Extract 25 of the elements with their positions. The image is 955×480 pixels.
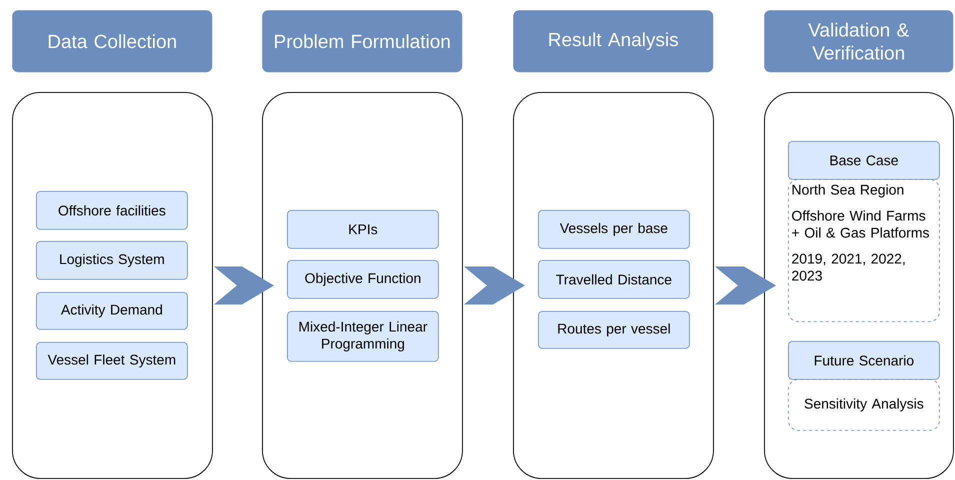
stage-panel (764, 92, 954, 479)
stage-header: Result Analysis (513, 10, 714, 72)
item-box: Vessel Fleet System (36, 342, 188, 380)
item-box: Mixed-Integer Linear Programming (287, 311, 439, 362)
stage-panel (513, 92, 714, 479)
stage-header: Data Collection (12, 10, 212, 72)
item-box: Activity Demand (36, 292, 188, 330)
item-box: Vessels per base (538, 210, 690, 249)
stage-header: Validation & Verification (764, 10, 954, 72)
stage-panel (12, 92, 213, 479)
item-box: Base Case (788, 141, 940, 180)
detail-box: Sensitivity Analysis (788, 379, 940, 431)
item-box: KPIs (287, 210, 439, 249)
stage-panel (262, 92, 463, 479)
item-box: Offshore facilities (36, 191, 188, 230)
stage-header: Problem Formulation (262, 10, 462, 72)
item-box: Objective Function (287, 260, 439, 299)
item-box: Travelled Distance (538, 260, 690, 299)
chevron-arrow (464, 266, 525, 304)
item-box: Logistics System (36, 241, 188, 280)
chevron-arrow (214, 266, 274, 304)
chevron-arrow (714, 266, 776, 304)
detail-box: North Sea Region Offshore Wind Farms + Oil & Gas Platforms 2019, 2021, 2022, 2023 (788, 179, 940, 322)
item-box: Routes per vessel (538, 311, 690, 349)
item-box: Future Scenario (788, 341, 940, 380)
